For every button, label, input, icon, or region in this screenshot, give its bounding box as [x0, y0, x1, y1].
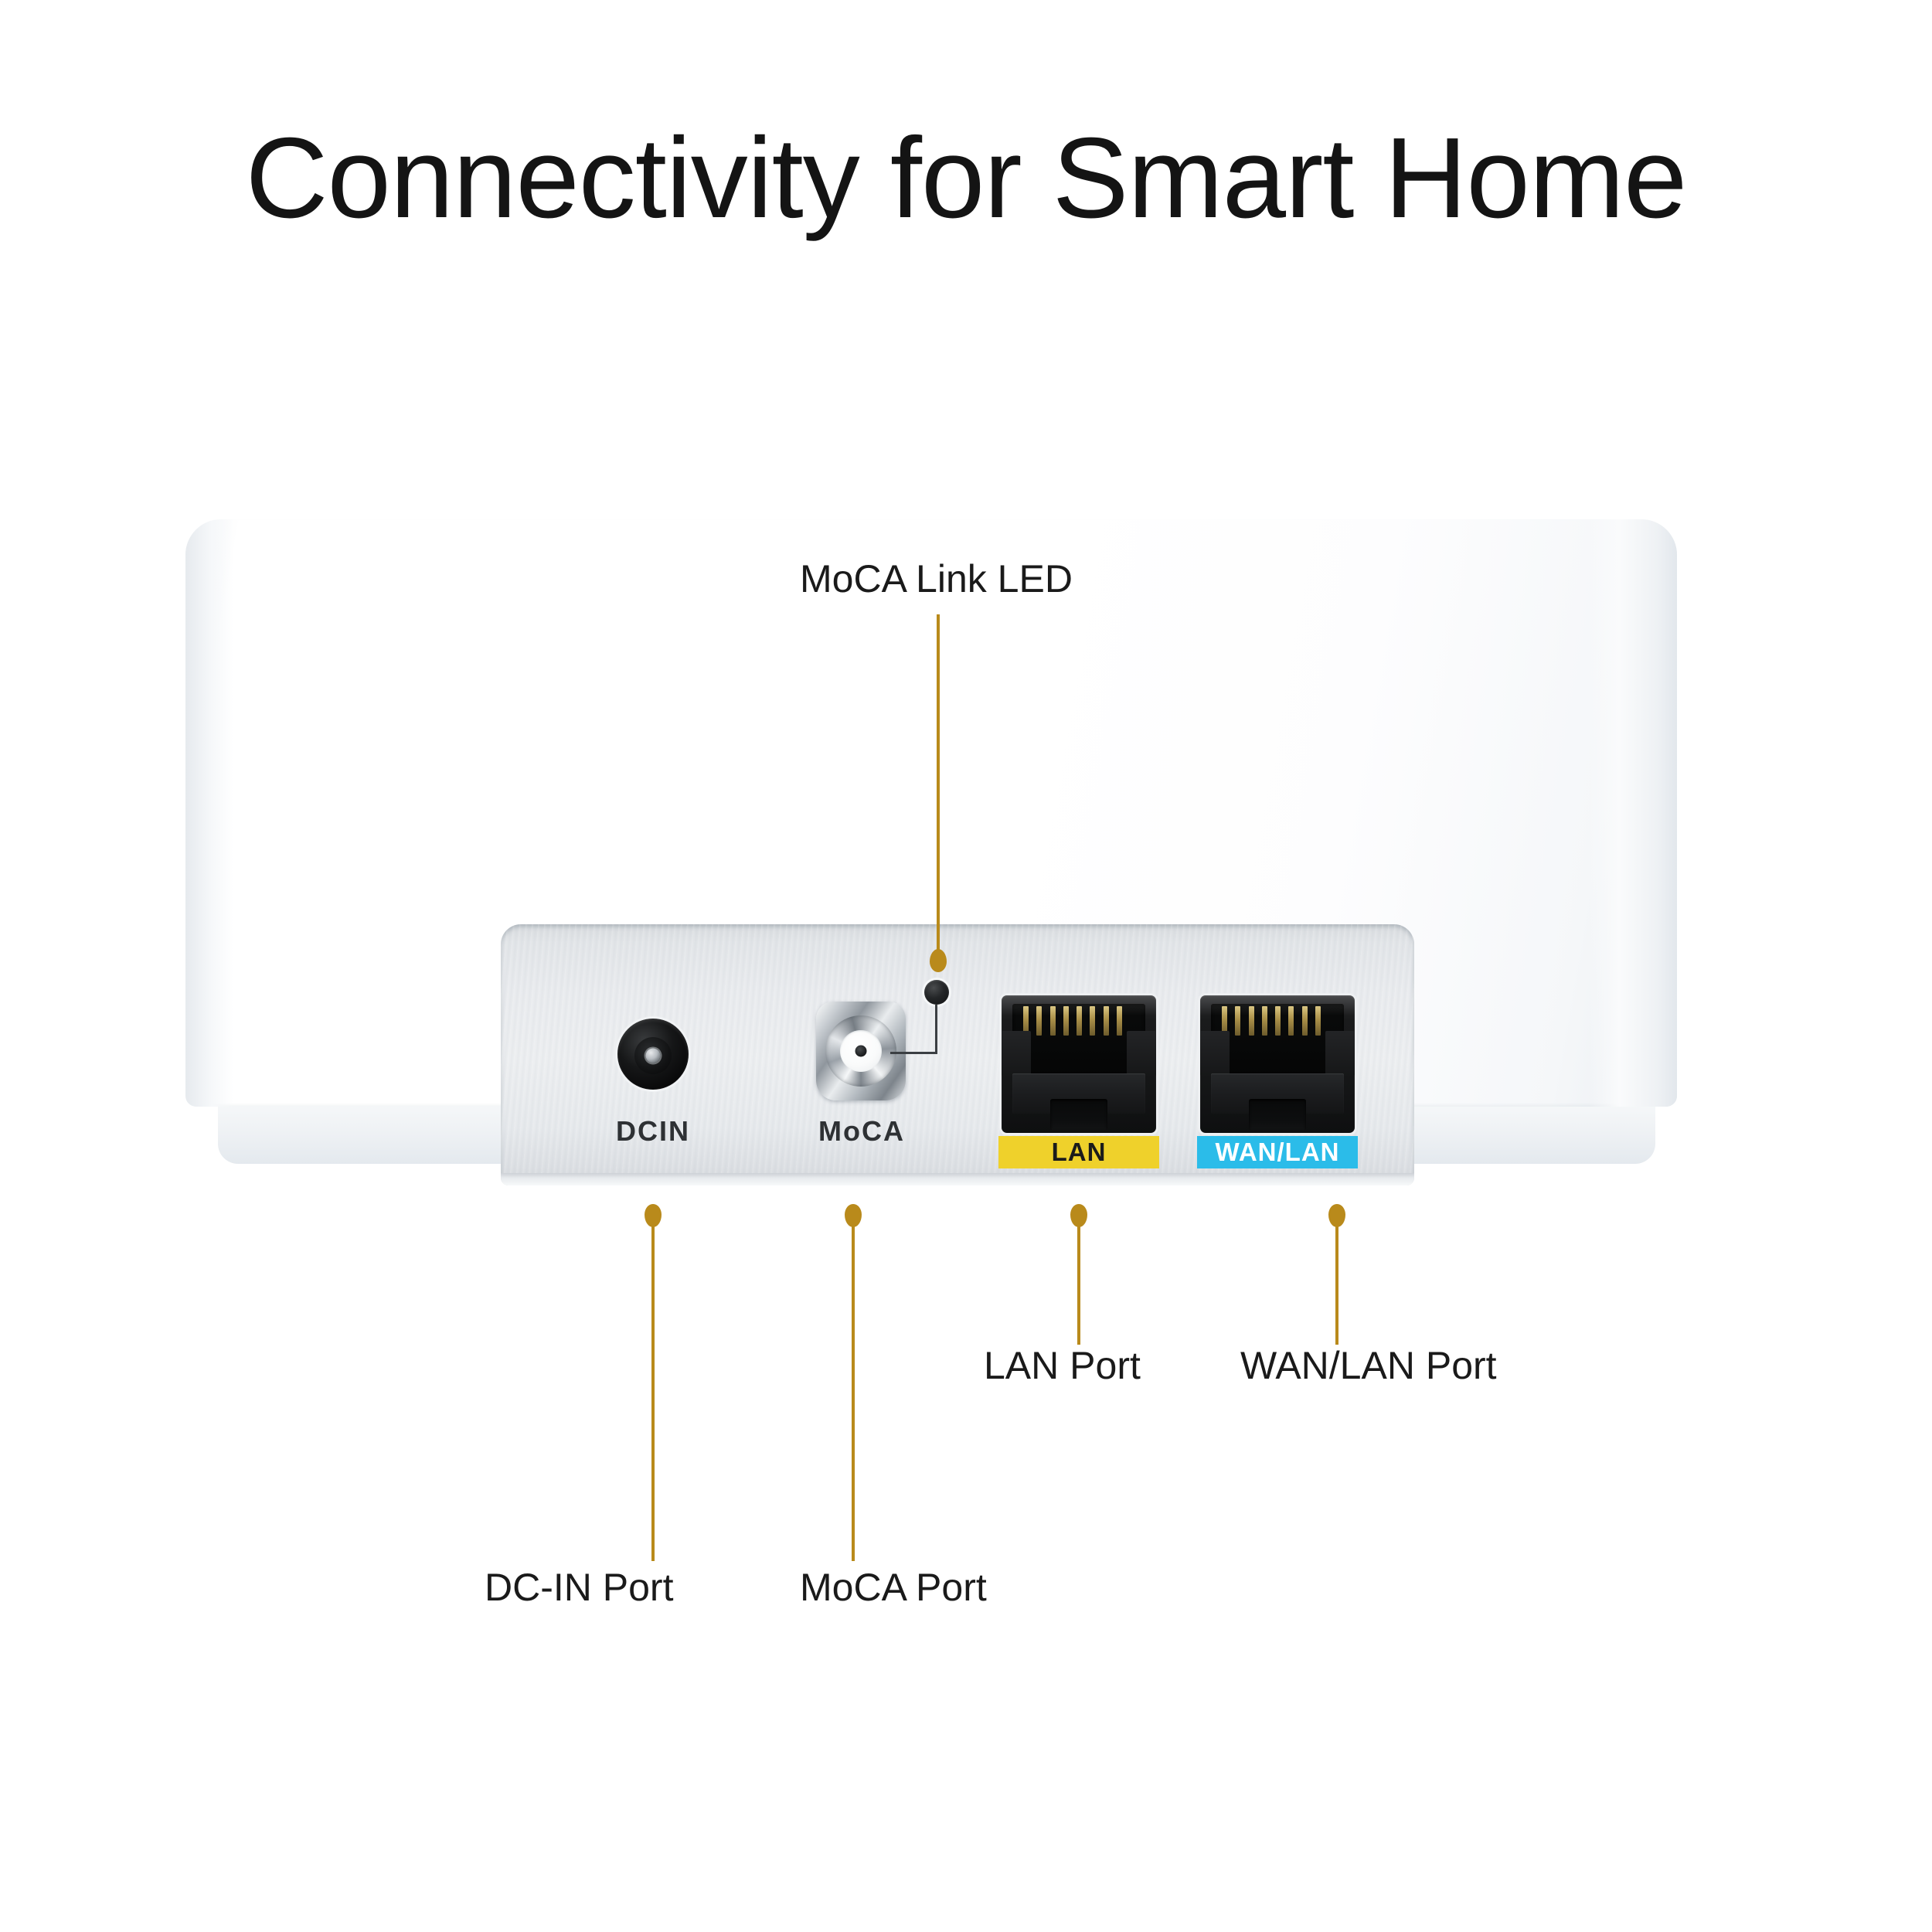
callout-label-moca-port: MoCA Port	[800, 1566, 987, 1609]
dc-in-inner-ring	[634, 1036, 672, 1074]
wan-lan-port-tag: WAN/LAN	[1197, 1136, 1358, 1168]
callout-line-dc-in-port	[651, 1221, 655, 1561]
callout-dot-lan-port	[1070, 1204, 1087, 1227]
wan-lan-port-contact-pins	[1222, 1006, 1321, 1036]
lan-port-contact-pins	[1023, 1006, 1122, 1036]
led-trace-horizontal	[890, 1052, 937, 1054]
moca-port[interactable]	[816, 1002, 906, 1100]
moca-silkscreen-label: MoCA	[818, 1115, 905, 1147]
wan-lan-port-shoulder-right	[1325, 1031, 1355, 1076]
callout-line-moca-link-led	[937, 614, 940, 954]
lan-port-shoulder-left	[1002, 1031, 1031, 1076]
wan-lan-port-tab-notch	[1249, 1099, 1306, 1130]
lan-port[interactable]	[1002, 995, 1156, 1133]
dcin-silkscreen-label: DCIN	[616, 1115, 690, 1147]
callout-line-moca-port	[852, 1221, 855, 1561]
callout-dot-wan-lan-port	[1328, 1204, 1345, 1227]
wan-lan-port-shoulder-left	[1200, 1031, 1230, 1076]
moca-dielectric-ring	[840, 1030, 882, 1072]
callout-dot-dc-in-port	[645, 1204, 662, 1227]
dc-in-port[interactable]	[617, 1019, 689, 1090]
lan-port-shoulder-right	[1127, 1031, 1156, 1076]
panel-bottom-lip	[501, 1173, 1414, 1185]
wan-lan-port[interactable]	[1200, 995, 1355, 1133]
callout-line-lan-port	[1077, 1221, 1080, 1345]
page-title: Connectivity for Smart Home	[245, 114, 1688, 242]
led-trace-vertical	[935, 1005, 937, 1054]
moca-metal-ring	[825, 1015, 896, 1087]
device-body-right-edge	[1589, 519, 1677, 1107]
callout-label-lan-port: LAN Port	[984, 1344, 1141, 1387]
moca-center-pinhole	[855, 1045, 867, 1057]
device-body-left-edge	[185, 519, 233, 1107]
callout-label-moca-link-led: MoCA Link LED	[800, 557, 1073, 600]
moca-link-led-indicator	[924, 980, 949, 1005]
callout-dot-moca-link-led	[930, 949, 947, 972]
callout-line-wan-lan-port	[1335, 1221, 1338, 1345]
lan-port-tag: LAN	[998, 1136, 1159, 1168]
callout-dot-moca-port	[845, 1204, 862, 1227]
dc-in-center-pin	[645, 1048, 661, 1063]
callout-label-dc-in-port: DC-IN Port	[485, 1566, 674, 1609]
lan-port-tab-notch	[1050, 1099, 1107, 1130]
callout-label-wan-lan-port: WAN/LAN Port	[1240, 1344, 1497, 1387]
